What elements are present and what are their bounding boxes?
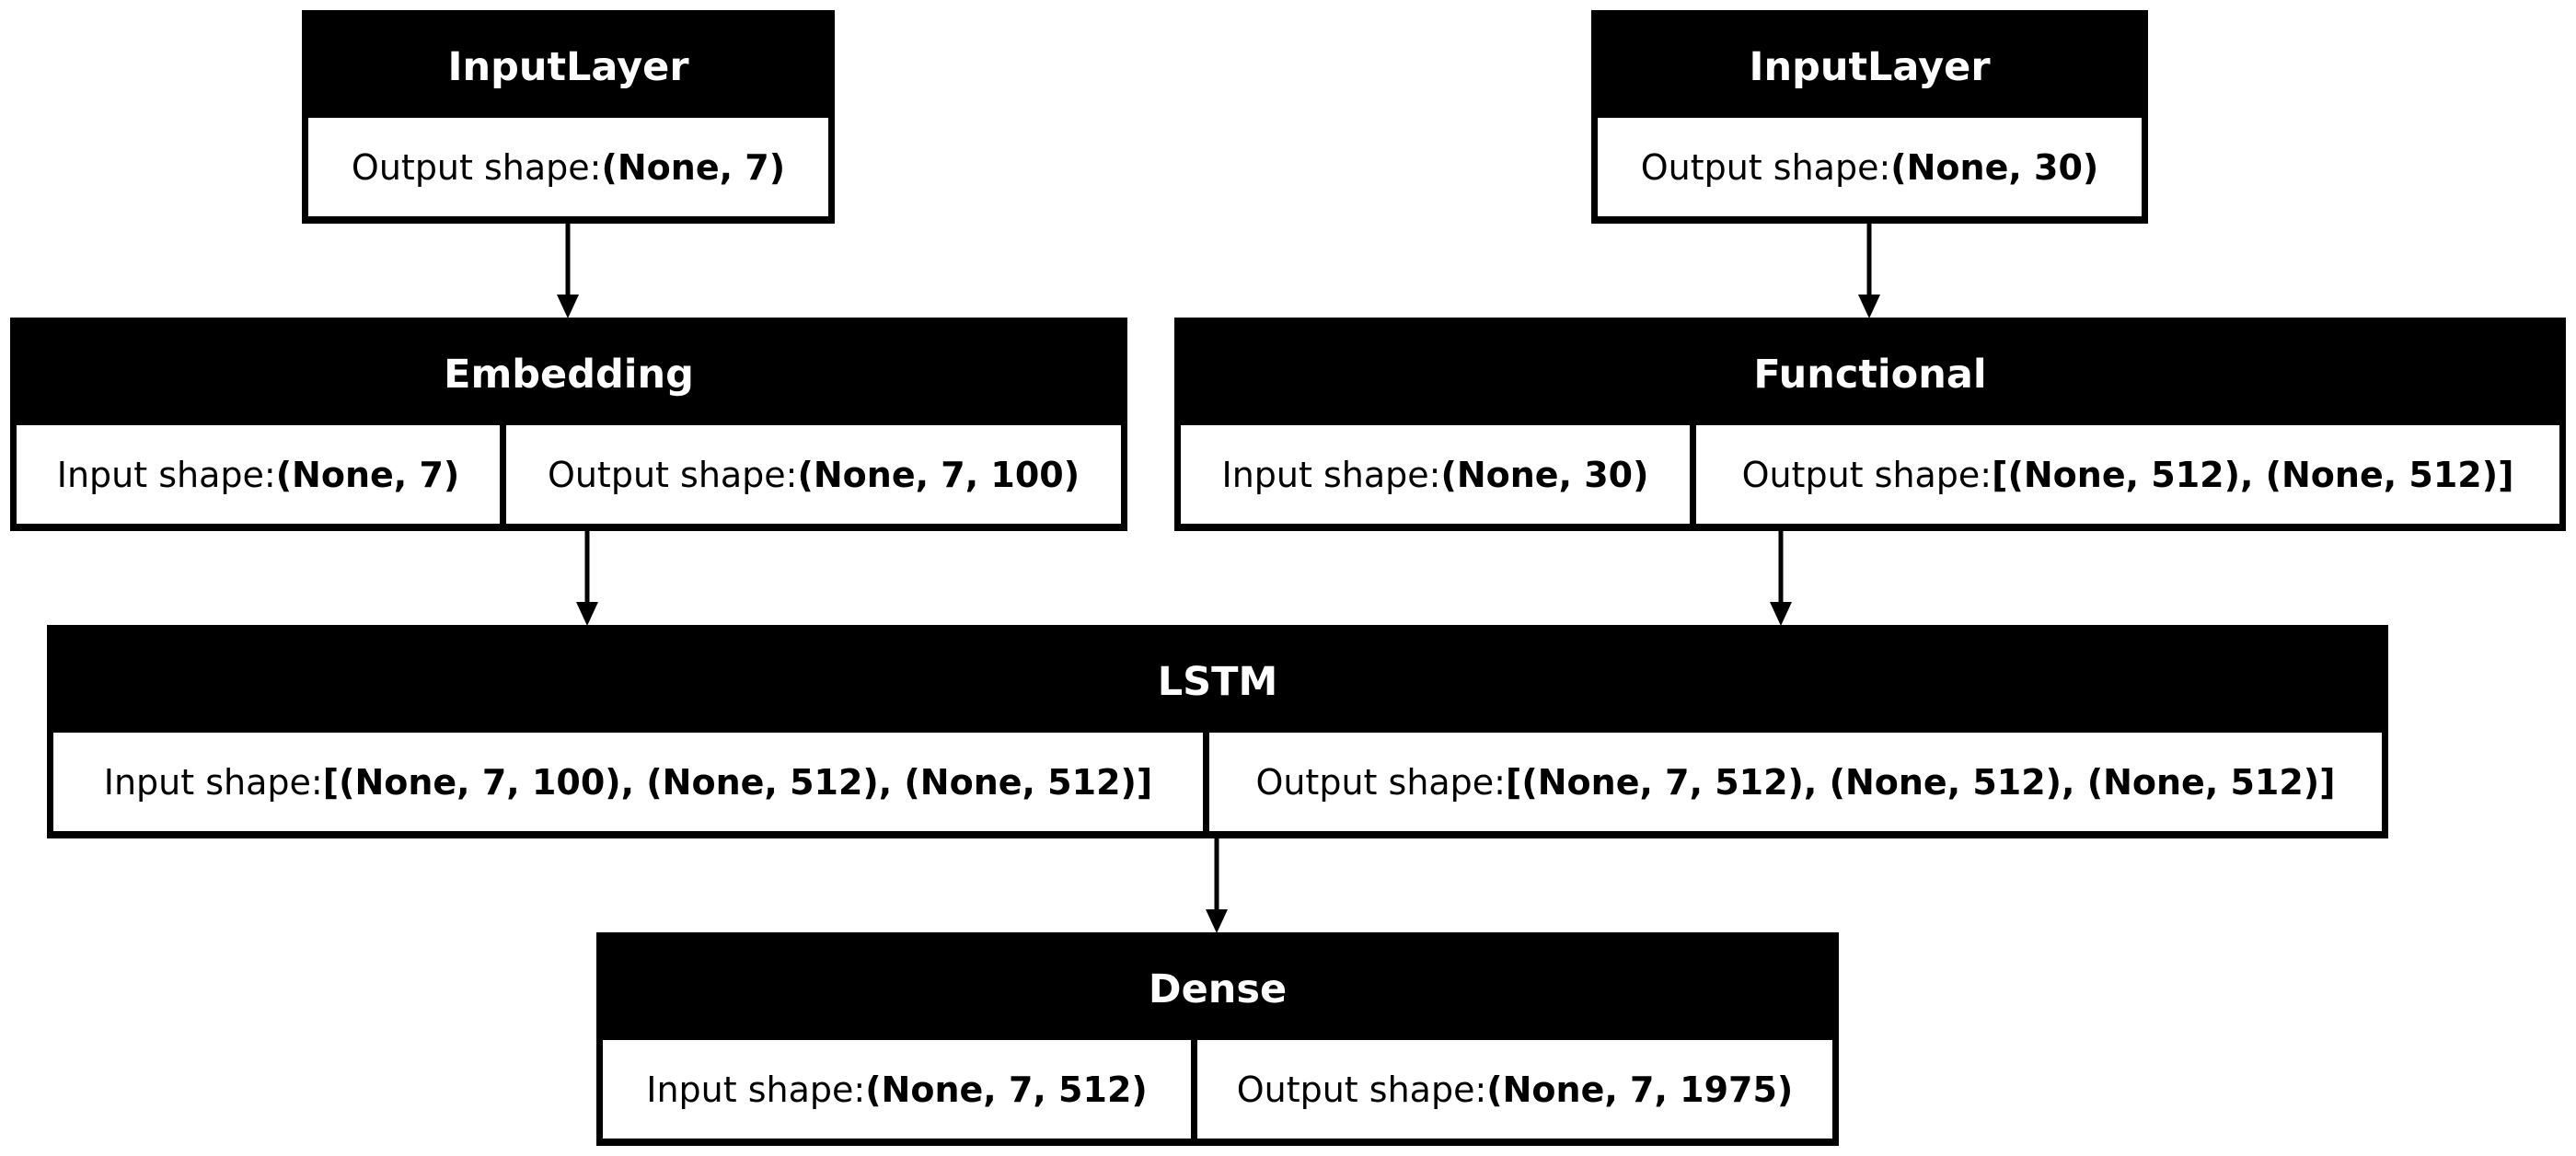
input-shape-cell: Input shape: [(None, 7, 100), (None, 512… — [53, 733, 1203, 831]
output-shape-cell: Output shape: (None, 7, 100) — [506, 425, 1121, 524]
input-shape-cell: Input shape: (None, 7, 512) — [603, 1040, 1191, 1139]
output-shape-label: Output shape: — [1236, 1069, 1487, 1110]
output-shape-value: (None, 30) — [1890, 146, 2099, 188]
edge-embedding-to-lstm — [576, 529, 598, 626]
output-shape-value: [(None, 512), (None, 512)] — [1992, 454, 2514, 495]
output-shape-value: (None, 7, 100) — [797, 454, 1080, 495]
node-shape-row: Input shape: (None, 7) Output shape: (No… — [17, 425, 1121, 524]
node-dense: Dense Input shape: (None, 7, 512) Output… — [596, 932, 1839, 1146]
output-shape-label: Output shape: — [351, 146, 602, 188]
output-shape-label: Output shape: — [547, 454, 798, 495]
input-shape-value: (None, 30) — [1440, 454, 1649, 495]
node-title: Functional — [1753, 352, 1987, 398]
edge-input2-to-functional — [1858, 223, 1880, 318]
node-shape-row: Input shape: [(None, 7, 100), (None, 512… — [53, 733, 2382, 831]
input-shape-cell: Input shape: (None, 30) — [1181, 425, 1690, 524]
node-input-layer-2: InputLayer Output shape: (None, 30) — [1591, 10, 2148, 224]
output-shape-value: [(None, 7, 512), (None, 512), (None, 512… — [1506, 761, 2336, 803]
node-lstm: LSTM Input shape: [(None, 7, 100), (None… — [47, 625, 2388, 838]
node-title: LSTM — [1157, 659, 1278, 705]
node-title: InputLayer — [1749, 44, 1991, 90]
input-shape-label: Input shape: — [56, 454, 276, 495]
input-shape-label: Input shape: — [646, 1069, 866, 1110]
node-title: Embedding — [444, 352, 694, 398]
node-shape-row: Input shape: (None, 30) Output shape: [(… — [1181, 425, 2559, 524]
output-shape-cell: Output shape: (None, 7, 1975) — [1197, 1040, 1832, 1139]
edge-input1-to-embedding — [557, 223, 579, 318]
node-title: InputLayer — [447, 44, 689, 90]
node-embedding: Embedding Input shape: (None, 7) Output … — [10, 318, 1127, 531]
node-functional: Functional Input shape: (None, 30) Outpu… — [1174, 318, 2566, 531]
output-shape-cell: Output shape: [(None, 7, 512), (None, 51… — [1209, 733, 2382, 831]
output-shape-cell: Output shape: (None, 7) — [308, 118, 828, 216]
output-shape-label: Output shape: — [1255, 761, 1506, 803]
node-input-layer-1: InputLayer Output shape: (None, 7) — [302, 10, 835, 224]
edge-lstm-to-dense — [1206, 837, 1228, 933]
input-shape-label: Input shape: — [103, 761, 323, 803]
node-shape-row: Output shape: (None, 30) — [1598, 118, 2142, 216]
input-shape-value: [(None, 7, 100), (None, 512), (None, 512… — [322, 761, 1153, 803]
output-shape-label: Output shape: — [1741, 454, 1993, 495]
output-shape-label: Output shape: — [1640, 146, 1891, 188]
input-shape-value: (None, 7, 512) — [865, 1069, 1148, 1110]
input-shape-label: Input shape: — [1221, 454, 1441, 495]
output-shape-cell: Output shape: (None, 30) — [1598, 118, 2142, 216]
output-shape-cell: Output shape: [(None, 512), (None, 512)] — [1696, 425, 2559, 524]
node-title: Dense — [1148, 966, 1288, 1012]
input-shape-value: (None, 7) — [275, 454, 460, 495]
output-shape-value: (None, 7, 1975) — [1486, 1069, 1794, 1110]
node-shape-row: Output shape: (None, 7) — [308, 118, 828, 216]
edge-functional-to-lstm — [1770, 529, 1792, 626]
input-shape-cell: Input shape: (None, 7) — [17, 425, 500, 524]
node-shape-row: Input shape: (None, 7, 512) Output shape… — [603, 1040, 1832, 1139]
output-shape-value: (None, 7) — [601, 146, 786, 188]
